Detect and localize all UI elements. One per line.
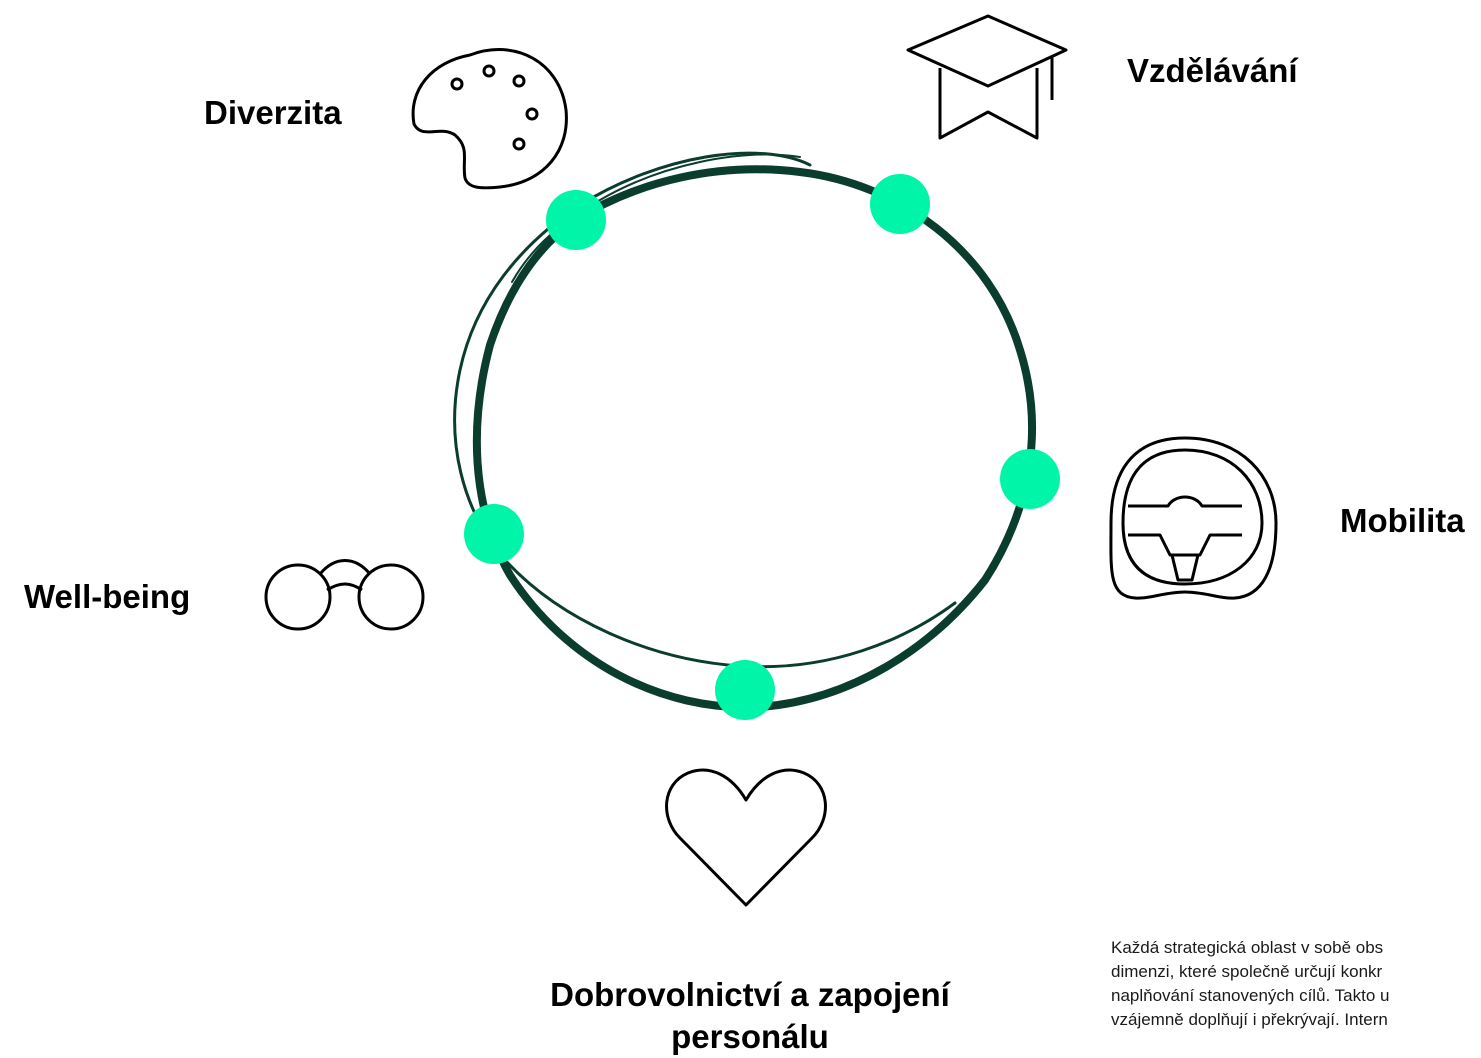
ring-stroke-loop bbox=[453, 151, 957, 669]
area-label-wellbeing: Well-being bbox=[24, 578, 191, 615]
heart-icon bbox=[665, 768, 827, 907]
node-wellbeing bbox=[464, 504, 524, 564]
description-paragraph: Každá strategická oblast v sobě obs dime… bbox=[1111, 938, 1390, 1029]
area-label-diverzita: Diverzita bbox=[204, 94, 342, 131]
ring-stroke-main bbox=[472, 165, 1037, 712]
node-diverzita bbox=[546, 190, 606, 250]
area-label-vzdelavani: Vzdělávání bbox=[1127, 52, 1298, 89]
node-mobilita bbox=[1000, 449, 1060, 509]
area-label-dobrovolnictvi: Dobrovolnictví a zapojení personálu bbox=[550, 976, 950, 1055]
steering-wheel-icon bbox=[1109, 436, 1278, 600]
palette-icon bbox=[411, 48, 568, 190]
graduation-cap-icon bbox=[906, 14, 1068, 140]
node-vzdelavani bbox=[870, 174, 930, 234]
cycle-ring bbox=[453, 151, 1037, 712]
ring-stroke-extra bbox=[511, 153, 801, 283]
glasses-icon bbox=[264, 559, 425, 631]
cycle-nodes bbox=[464, 174, 1060, 720]
area-label-mobilita: Mobilita bbox=[1340, 502, 1465, 539]
node-dobrovolnictvi bbox=[715, 660, 775, 720]
